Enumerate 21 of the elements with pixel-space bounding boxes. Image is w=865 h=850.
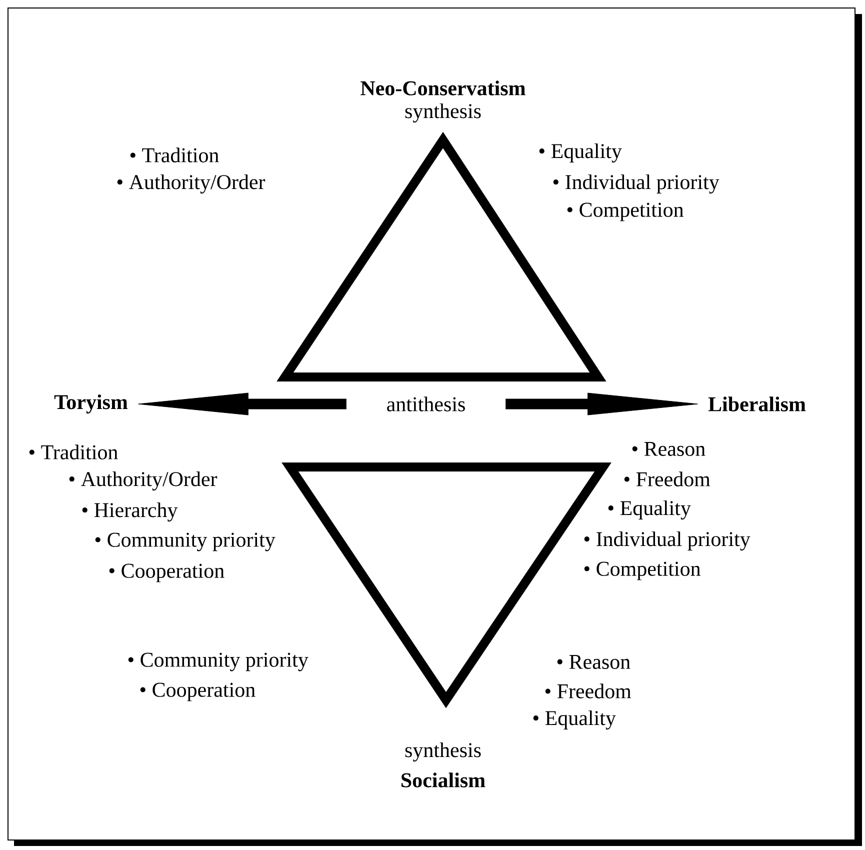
list-item: • Cooperation xyxy=(109,564,224,582)
list-item: • Community priority xyxy=(128,652,308,672)
list-item: • Community priority xyxy=(95,532,276,552)
list-item: Neo-Conservatism xyxy=(360,80,526,96)
list-item: • Freedom xyxy=(624,472,710,486)
list-item: • Authority/Order xyxy=(117,174,266,194)
list-item: • Equality xyxy=(533,710,616,730)
list-item: • Hierarchy xyxy=(82,502,178,522)
list-item: • Individual priority xyxy=(584,531,750,551)
list-item: • Tradition xyxy=(130,148,219,162)
list-item: Socialism xyxy=(402,772,486,788)
list-item: • Equality xyxy=(608,500,691,520)
term-label: Liberalism xyxy=(708,396,806,412)
list-item: synthesis xyxy=(405,742,481,762)
list-item: • Authority/Order xyxy=(69,471,218,491)
list-item: • Tradition xyxy=(29,444,118,460)
list-item: • Reason xyxy=(632,442,706,456)
list-item: synthesis xyxy=(405,103,481,123)
list-item: • Competition xyxy=(584,562,700,580)
term-label: Toryism xyxy=(54,394,128,414)
list-item: • Cooperation xyxy=(140,682,256,702)
